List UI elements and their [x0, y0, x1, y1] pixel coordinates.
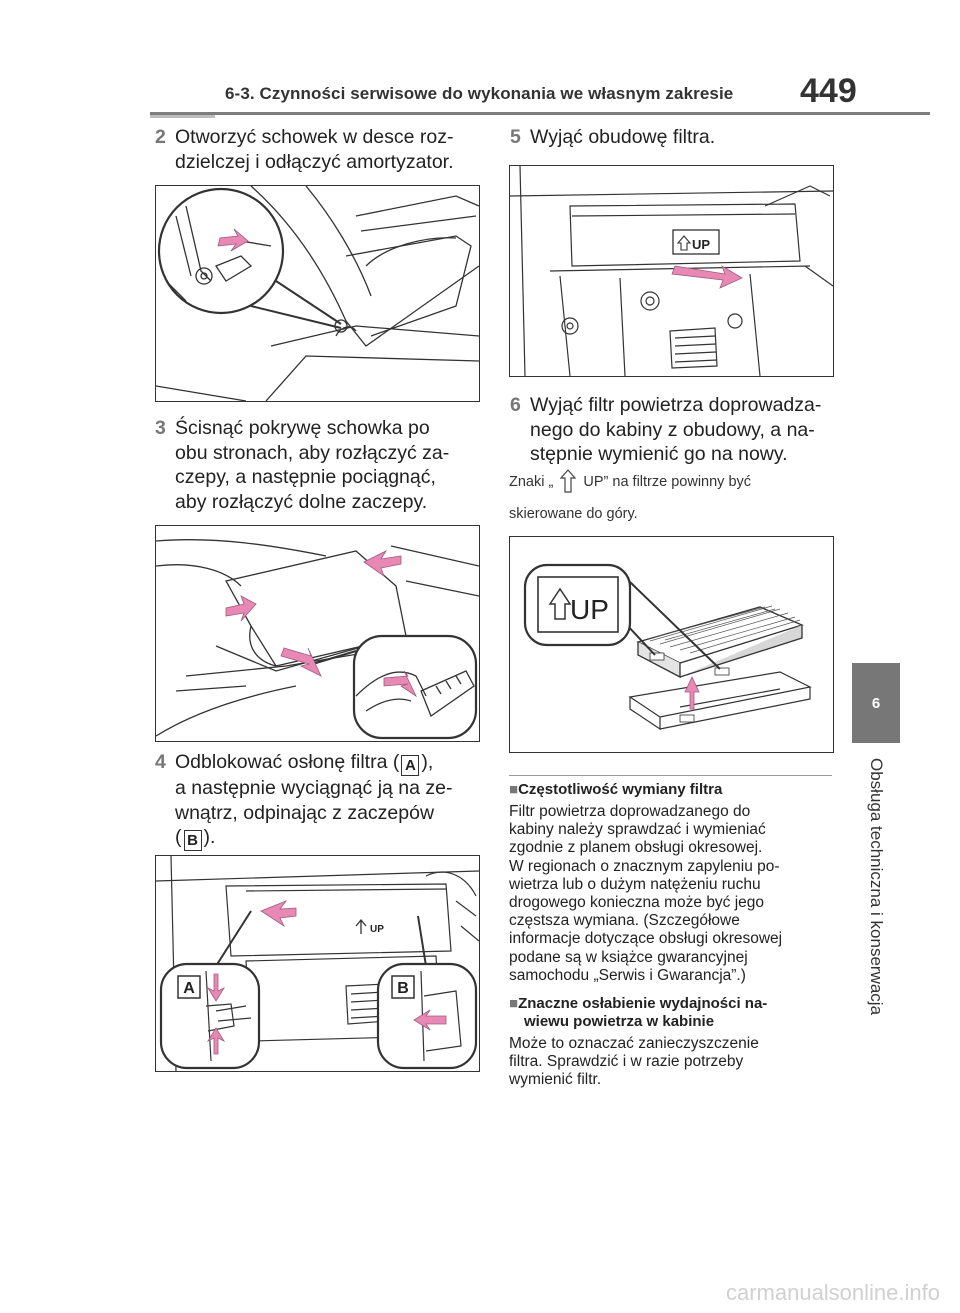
step-5: 5 Wyjąć obudowę filtra. — [510, 126, 716, 148]
step-4: 4 Odblokować osłonę filtra (A), a następ… — [155, 751, 453, 851]
up-label: UP — [370, 924, 384, 935]
section-heading-airflow: ■Znaczne osłabienie wydajności na- wiewu… — [509, 995, 768, 1030]
filter-up-label: UP — [570, 594, 609, 625]
up-arrow-icon — [548, 587, 572, 620]
section-divider — [509, 775, 832, 776]
figure-glovebox-clips — [155, 525, 480, 742]
step-4-number: 4 — [155, 751, 166, 773]
page-number: 449 — [800, 72, 857, 110]
step-3: 3 Ścisnąć pokrywę schowka po obu stronac… — [155, 417, 450, 513]
step-6: 6 Wyjąć filtr powietrza doprowadza- nego… — [510, 394, 822, 465]
figure-filter-housing: UP — [509, 165, 834, 377]
step-5-number: 5 — [510, 126, 521, 148]
up-arrow-icon — [355, 918, 367, 934]
up-arrow-icon — [676, 235, 692, 251]
header-rule-accent — [150, 115, 215, 118]
step-2: 2 Otworzyć schowek w desce roz- dzielcze… — [155, 126, 454, 173]
figure-cabin-filter: UP — [509, 536, 834, 753]
header-title: 6-3. Czynności serwisowe do wykonania we… — [225, 84, 734, 103]
step-2-number: 2 — [155, 126, 166, 148]
label-b: B — [397, 980, 409, 997]
header-rule — [150, 112, 930, 115]
label-a-badge: A — [401, 755, 420, 776]
step-3-number: 3 — [155, 417, 166, 439]
section-heading-frequency: ■Częstotliwość wymiany filtra — [509, 781, 723, 798]
figure-glovebox-damper — [155, 185, 480, 402]
label-a: A — [183, 980, 195, 997]
step-6-number: 6 — [510, 394, 521, 416]
housing-up-label: UP — [692, 237, 710, 252]
label-b-badge: B — [183, 830, 202, 851]
figure-filter-cover: UP A B — [155, 855, 480, 1072]
section-body-airflow: Może to oznaczać zanieczyszczenie filtra… — [509, 1035, 759, 1089]
note-line-2: skierowane do góry. — [509, 506, 638, 522]
section-body-frequency: Filtr powietrza doprowadzanego do kabiny… — [509, 803, 783, 984]
footer-watermark: carmanualsonline.info — [725, 1280, 940, 1305]
note-line-1: Znaki „ UP” na filtrze powinny być — [509, 468, 751, 494]
chapter-tab[interactable]: 6 — [852, 663, 900, 743]
up-arrow-icon — [560, 469, 577, 493]
